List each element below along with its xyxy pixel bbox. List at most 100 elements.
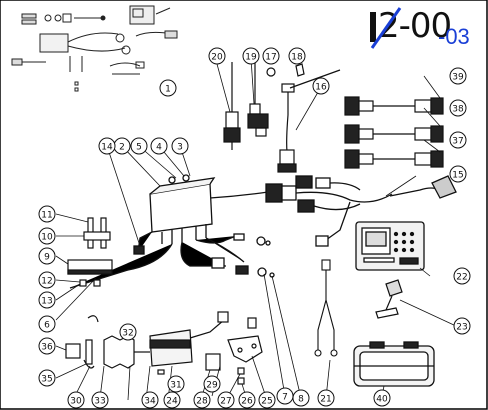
callout-label: 1 [165,85,171,95]
callout-label: 17 [265,53,276,63]
callout-label: 21 [320,395,331,405]
callout-circle [171,137,189,155]
revision-number: 2-00 [378,6,452,46]
terminal-mount [375,279,403,319]
revision-strike-mark [370,7,402,49]
callout-circle [242,47,260,65]
callout-label: 16 [315,83,327,93]
callout-circle [38,291,56,309]
callout-4: 4 [150,137,168,155]
bracket-parts [67,217,113,287]
callout-circle [38,337,56,355]
callout-24: 24 [163,391,181,409]
callout-label: 33 [94,397,105,407]
callout-16: 16 [312,77,330,95]
callout-label: 9 [44,253,50,263]
callout-circle [317,389,335,407]
callout-circle [38,271,56,289]
callout-circle [167,375,185,393]
callout-circle [38,205,56,223]
carry-case [353,341,435,387]
callout-31: 31 [167,375,185,393]
callout-17: 17 [262,47,280,65]
callout-label: 6 [44,321,50,331]
callout-label: 24 [166,397,178,407]
callout-36: 36 [38,337,56,355]
callout-label: 25 [261,397,272,407]
callout-circle [262,47,280,65]
sensor-cables [223,62,341,173]
callout-label: 20 [211,53,223,63]
callout-label: 36 [41,343,53,353]
callout-circle [449,99,467,117]
callout-label: 35 [41,375,52,385]
callout-circle [38,247,56,265]
actuator-assembly [65,311,263,385]
callout-circle [258,391,276,409]
callout-label: 7 [282,393,288,403]
callout-circle [292,389,310,407]
callout-3: 3 [171,137,189,155]
callout-circle [288,47,306,65]
callout-label: 39 [452,73,464,83]
callout-circle [38,227,56,245]
callout-label: 28 [196,397,208,407]
callout-23: 23 [453,317,471,335]
callout-25: 25 [258,391,276,409]
callout-label: 27 [220,397,231,407]
callout-40: 40 [373,389,391,407]
revision-stamp: 2-00 -03 [368,6,484,50]
callout-label: 32 [122,329,133,339]
callout-circle [150,137,168,155]
callout-label: 10 [41,233,53,243]
callout-circle [217,391,235,409]
callout-34: 34 [141,391,159,409]
callout-label: 23 [456,323,467,333]
callout-label: 29 [206,381,218,391]
callout-33: 33 [91,391,109,409]
callout-circle [67,391,85,409]
callout-label: 18 [291,53,303,63]
callout-28: 28 [193,391,211,409]
callout-38: 38 [449,99,467,117]
callout-label: 5 [136,143,142,153]
control-box [69,174,275,289]
callout-11: 11 [38,205,56,223]
callout-label: 34 [144,397,156,407]
callout-label: 14 [101,143,113,153]
callout-circle [159,79,177,97]
callout-circle [373,389,391,407]
callout-label: 38 [452,105,464,115]
callout-label: 4 [156,143,162,153]
callout-circle [312,77,330,95]
callout-circle [38,369,56,387]
callout-label: 2 [119,143,125,153]
callout-circle [193,391,211,409]
callout-9: 9 [38,247,56,265]
callout-circle [38,315,56,333]
callout-circle [141,391,159,409]
callout-8: 8 [292,389,310,407]
callout-5: 5 [130,137,148,155]
callout-19: 19 [242,47,260,65]
callout-label: 15 [452,171,463,181]
callout-37: 37 [449,131,467,149]
callout-12: 12 [38,271,56,289]
callout-circle [449,131,467,149]
callout-26: 26 [238,391,256,409]
callout-21: 21 [317,389,335,407]
callout-label: 13 [41,297,52,307]
callout-circle [453,317,471,335]
callout-circle [119,323,137,341]
callout-39: 39 [449,67,467,85]
cable-21 [314,259,338,357]
callout-27: 27 [217,391,235,409]
callout-circle [91,391,109,409]
callout-10: 10 [38,227,56,245]
callout-circle [98,137,116,155]
callout-20: 20 [208,47,226,65]
callout-1: 1 [159,79,177,97]
